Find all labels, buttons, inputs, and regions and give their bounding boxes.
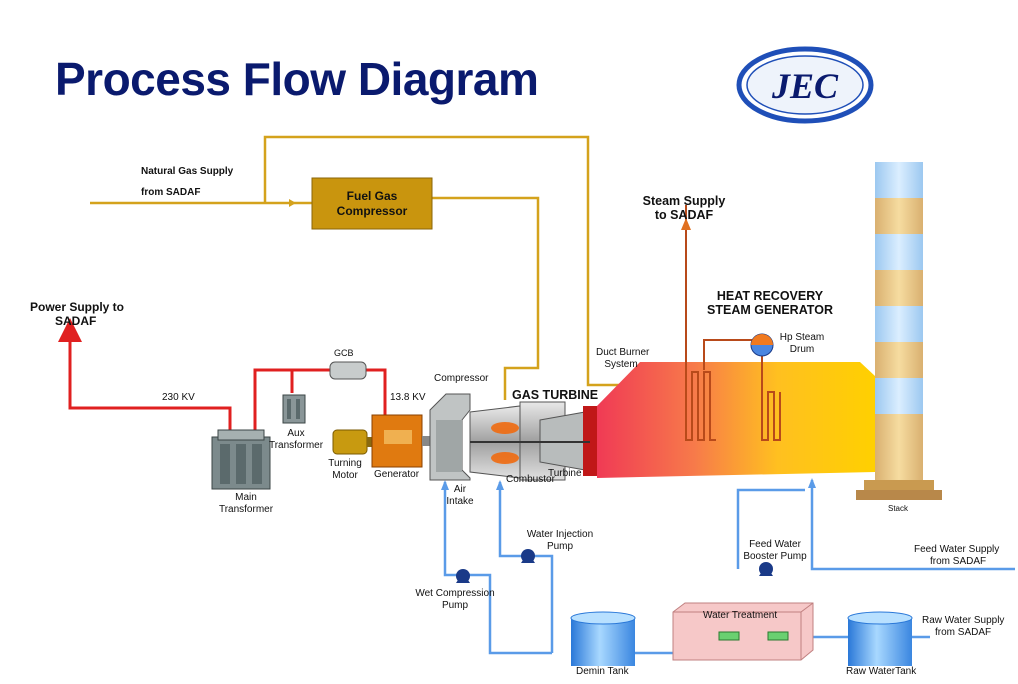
power-supply-label-2: SADAF <box>55 314 97 328</box>
water-injection-label-1: Water Injection <box>526 529 594 540</box>
fuel-gas-to-gt-line <box>432 196 540 400</box>
power-lines <box>58 318 387 432</box>
fuel-gas-label-1: Fuel Gas <box>346 189 398 203</box>
feed-pump-label-1: Feed Water <box>749 539 801 550</box>
main-transformer-label-2: Transformer <box>218 504 274 515</box>
combustor-label: Combustor <box>506 474 555 485</box>
kv138-label: 13.8 KV <box>390 392 426 403</box>
gas-arrow-1 <box>289 199 296 207</box>
feed-booster-loop <box>736 488 805 569</box>
water-treatment-label: Water Treatment <box>703 610 778 621</box>
stack-label: Stack <box>888 504 909 513</box>
steam-supply-label-1: Steam Supply <box>642 194 726 208</box>
wet-compression-label-2: Pump <box>441 600 469 611</box>
hp-drum-label-2: Drum <box>789 344 815 355</box>
raw-tank-label: Raw WaterTank <box>846 666 917 677</box>
air-intake-label-1: Air <box>453 484 467 495</box>
turbine-label: Turbine <box>548 468 582 479</box>
gas-turbine-assembly <box>429 393 597 481</box>
turning-motor-label-2: Motor <box>332 470 358 481</box>
feed-supply-label-1: Feed Water Supply <box>914 544 1000 555</box>
turning-motor-label-1: Turning <box>328 458 362 469</box>
duct-burner-label-2: System <box>604 359 638 370</box>
steam-coils <box>685 205 781 441</box>
hrsg-body <box>597 362 875 478</box>
raw-water-tank <box>847 611 913 666</box>
turning-motor <box>332 429 375 455</box>
natural-gas-label-1: Natural Gas Supply <box>141 166 234 177</box>
natural-gas-label-2: from SADAF <box>141 187 201 198</box>
jec-logo: JEC <box>736 46 874 124</box>
fuel-gas-label-2: Compressor <box>336 204 408 218</box>
hp-steam-drum <box>750 333 774 357</box>
page-title: Process Flow Diagram <box>55 53 539 105</box>
gas-turbine-label: GAS TURBINE <box>512 388 599 402</box>
kv230-label: 230 KV <box>162 392 195 403</box>
fuel-gas-compressor <box>311 177 433 230</box>
water-injection-label-2: Pump <box>546 541 574 552</box>
gas-lines <box>90 135 640 400</box>
raw-supply-label-2: from SADAF <box>935 627 992 638</box>
feed-water-booster-pump <box>759 562 773 576</box>
hp-drum-label-1: Hp Steam <box>779 332 825 343</box>
feed-water-line <box>810 480 1015 571</box>
gas-bypass-line <box>263 135 640 387</box>
stack <box>856 162 942 500</box>
air-intake-label-2: Intake <box>446 496 474 507</box>
gcb-to-gen-line <box>366 368 387 418</box>
water-arrow-air <box>441 480 449 490</box>
water-injection-line <box>498 482 554 653</box>
wet-compression-pump <box>456 569 470 583</box>
main-transformer <box>211 429 271 490</box>
power-supply-line <box>58 318 232 432</box>
steam-supply-arrow <box>681 218 691 230</box>
compressor-label: Compressor <box>434 373 489 384</box>
main-to-gcb-line <box>253 368 330 432</box>
water-injection-pump <box>521 549 535 563</box>
main-transformer-label-1: Main <box>235 492 257 503</box>
demin-tank-label: Demin Tank <box>576 666 629 677</box>
power-supply-label-1: Power Supply to <box>30 300 125 314</box>
aux-label-1: Aux <box>287 428 305 439</box>
generator <box>371 414 434 468</box>
raw-supply-label-1: Raw Water Supply <box>922 615 1005 626</box>
duct-burner-label-1: Duct Burner <box>596 347 650 358</box>
water-arrow-feed <box>808 478 816 488</box>
hrsg-label-1: HEAT RECOVERY <box>716 289 824 303</box>
steam-supply-label-2: to SADAF <box>654 208 714 222</box>
demin-tank <box>570 611 636 666</box>
feed-pump-label-2: Booster Pump <box>743 551 807 562</box>
wet-compression-line <box>443 482 552 655</box>
wet-compression-label-1: Wet Compression <box>415 588 495 599</box>
hrsg-label-2: STEAM GENERATOR <box>707 303 833 317</box>
gcb-label: GCB <box>334 348 354 358</box>
generator-label: Generator <box>374 469 420 480</box>
aux-transformer <box>282 394 306 424</box>
aux-label-2: Transformer <box>268 440 324 451</box>
water-treatment-unit <box>672 602 814 661</box>
gcb-breaker <box>329 361 367 380</box>
feed-supply-label-2: from SADAF <box>930 556 987 567</box>
water-arrow-combustor <box>496 480 504 490</box>
logo-text: JEC <box>771 66 839 106</box>
